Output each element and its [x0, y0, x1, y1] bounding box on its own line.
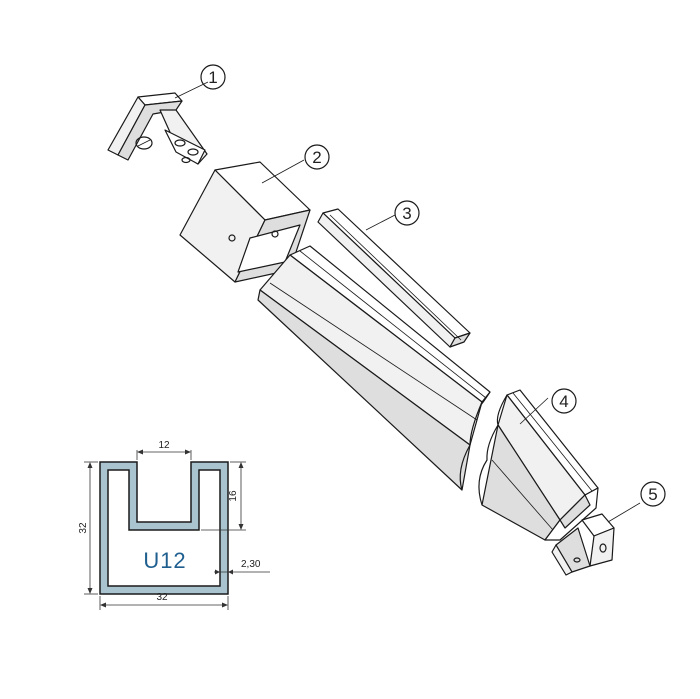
callout-5: 5 — [640, 481, 666, 507]
part-4-main-profile — [257, 245, 599, 541]
callout-3: 3 — [394, 200, 420, 226]
dim-width-value: 32 — [156, 592, 168, 603]
dim-height: 32 — [78, 461, 98, 595]
dim-inner-depth: 16 — [201, 461, 246, 531]
dim-width: 32 — [99, 592, 229, 610]
callout-1: 1 — [200, 64, 226, 90]
callout-4-number: 4 — [559, 392, 568, 411]
callout-2-number: 2 — [312, 148, 321, 167]
callout-3-number: 3 — [402, 204, 411, 223]
dim-inner-width: 12 — [136, 440, 192, 460]
part-5-bottom-bracket — [551, 502, 641, 576]
callout-5-number: 5 — [648, 485, 657, 504]
profile-label-u12: U12 — [143, 548, 186, 573]
callout-2: 2 — [304, 144, 330, 170]
u-profile-shape — [99, 461, 229, 595]
u12-cross-section: U12 12 16 32 — [78, 440, 270, 610]
callout-1-number: 1 — [208, 68, 217, 87]
part-3-u-insert-strip — [317, 208, 471, 348]
dim-wall-thickness: 2,30 — [214, 559, 270, 575]
part-1-top-bracket — [107, 81, 209, 165]
dim-wall-thickness-value: 2,30 — [241, 559, 261, 570]
dim-inner-width-value: 12 — [158, 440, 170, 451]
callout-4: 4 — [551, 388, 577, 414]
dim-height-value: 32 — [78, 522, 89, 534]
dim-inner-depth-value: 16 — [228, 490, 239, 502]
